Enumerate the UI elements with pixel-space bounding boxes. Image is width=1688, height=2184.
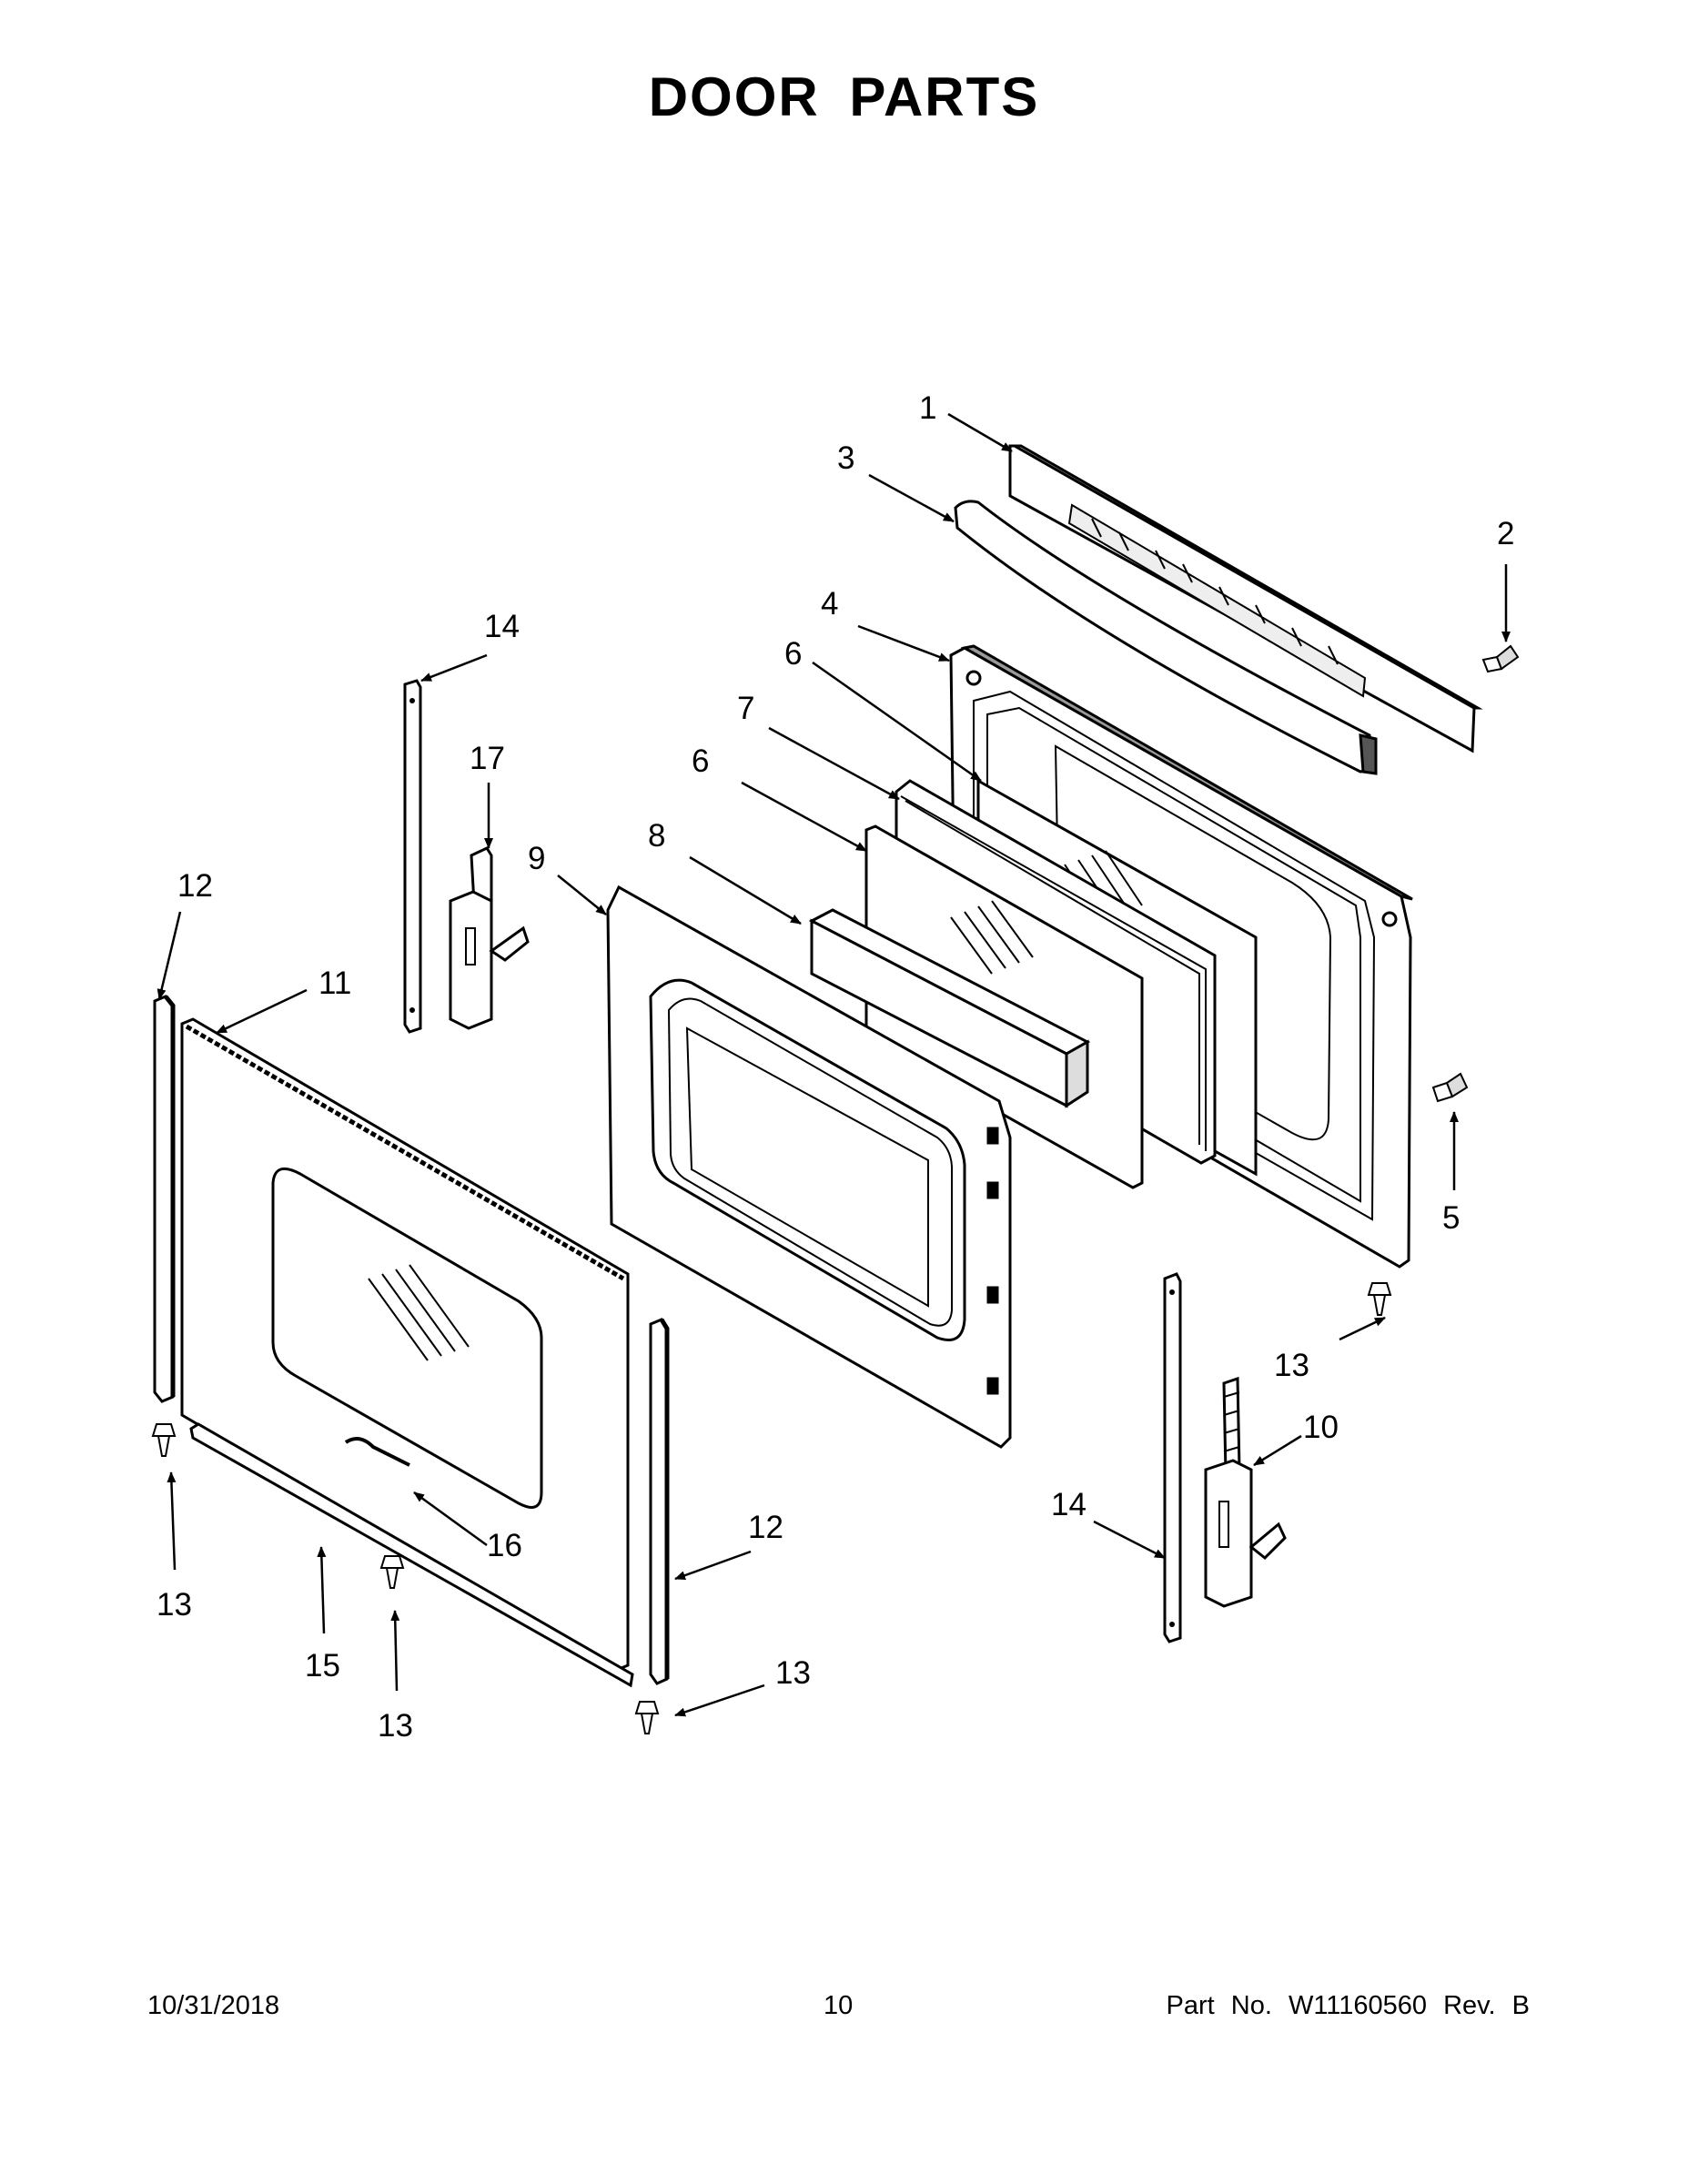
callout-1: 1 bbox=[919, 390, 936, 426]
callout-13a: 13 bbox=[157, 1587, 192, 1623]
part-13-screw-d bbox=[1367, 1282, 1392, 1316]
part-2-screw bbox=[1481, 644, 1520, 673]
callout-12b: 12 bbox=[748, 1510, 783, 1545]
callout-6a: 6 bbox=[784, 636, 802, 672]
callout-numbers: 1 3 2 4 6 7 6 8 9 14 17 12 11 5 13 10 14… bbox=[157, 390, 1514, 1744]
callout-11: 11 bbox=[318, 966, 351, 1001]
callout-17: 17 bbox=[470, 741, 505, 776]
callout-3: 3 bbox=[837, 440, 854, 476]
part-13-screw-a bbox=[151, 1423, 177, 1457]
part-1-control-panel-trim bbox=[1008, 444, 1483, 753]
part-11-outer-door-panel bbox=[180, 1017, 630, 1672]
callout-5: 5 bbox=[1442, 1200, 1460, 1236]
callout-13b: 13 bbox=[378, 1708, 413, 1744]
callout-13d: 13 bbox=[1274, 1348, 1309, 1383]
part-14-right-hinge-channel bbox=[1163, 1272, 1182, 1643]
part-9-door-frame bbox=[606, 885, 1012, 1449]
callout-6b: 6 bbox=[692, 743, 709, 779]
footer-part-number: Part No. W11160560 Rev. B bbox=[1166, 1991, 1530, 2020]
part-3-handle bbox=[954, 500, 1378, 775]
part-15-bottom-trim bbox=[189, 1422, 634, 1688]
callout-14b: 14 bbox=[1051, 1487, 1087, 1522]
callout-16: 16 bbox=[487, 1528, 522, 1563]
part-10-hinge bbox=[1204, 1376, 1287, 1608]
callout-7: 7 bbox=[737, 691, 754, 726]
footer-page-number: 10 bbox=[824, 1991, 854, 2020]
callout-10: 10 bbox=[1303, 1410, 1339, 1445]
part-13-screw-b bbox=[379, 1555, 405, 1589]
callout-14a: 14 bbox=[484, 609, 520, 644]
part-12-left-side-trim bbox=[153, 995, 176, 1403]
footer-date: 10/31/2018 bbox=[147, 1991, 280, 2020]
part-5-screw bbox=[1431, 1072, 1469, 1103]
callout-4: 4 bbox=[821, 586, 838, 622]
callout-12a: 12 bbox=[177, 868, 213, 904]
leader-lines bbox=[157, 412, 1511, 1717]
callout-2: 2 bbox=[1497, 516, 1514, 551]
part-8-insulation bbox=[808, 908, 1091, 1108]
callout-13c: 13 bbox=[775, 1655, 811, 1691]
page-title: DOOR PARTS bbox=[648, 66, 1040, 127]
part-12-right-side-trim bbox=[649, 1318, 670, 1685]
part-17-hinge bbox=[449, 846, 530, 1030]
callout-15: 15 bbox=[305, 1648, 340, 1684]
callout-9: 9 bbox=[528, 841, 545, 876]
part-13-screw-c bbox=[634, 1701, 660, 1734]
callout-8: 8 bbox=[648, 818, 665, 854]
part-14-left-hinge-channel bbox=[403, 679, 422, 1034]
